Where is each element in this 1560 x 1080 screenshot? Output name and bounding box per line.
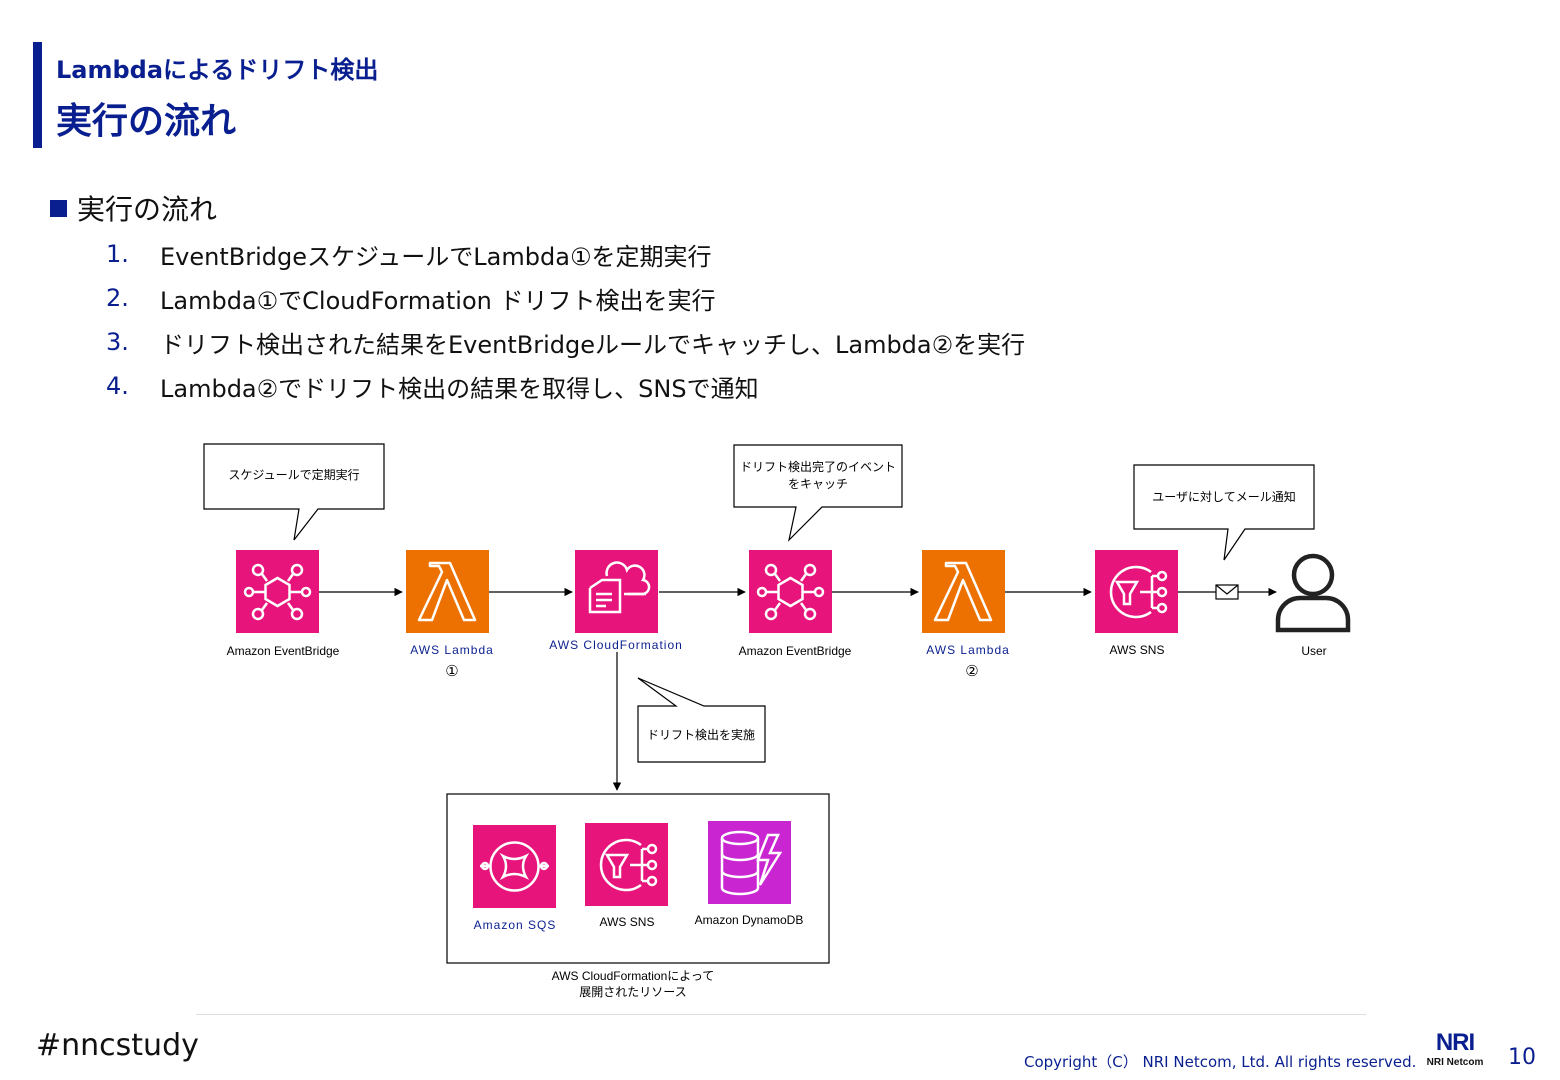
callout-notify-text: ユーザに対してメール通知 <box>1152 490 1295 504</box>
callout-catch-text-line2: をキャッチ <box>788 477 848 491</box>
node-label-lambda1-num: ① <box>445 663 458 680</box>
step-text: Lambda②でドリフト検出の結果を取得し、SNSで通知 <box>160 374 759 403</box>
sns-icon <box>1095 550 1178 633</box>
slide-title: 実行の流れ <box>56 101 237 142</box>
mail-envelope-icon <box>1215 584 1239 600</box>
lambda-icon <box>922 550 1005 633</box>
list-item: 4. Lambda②でドリフト検出の結果を取得し、SNSで通知 <box>106 364 1025 408</box>
step-number: 3. <box>106 328 129 356</box>
resource-label-dynamodb: Amazon DynamoDB <box>695 913 804 927</box>
step-text: EventBridgeスケジュールでLambda①を定期実行 <box>160 242 712 271</box>
step-text: ドリフト検出された結果をEventBridgeルールでキャッチし、Lambda②… <box>160 330 1026 359</box>
step-number: 4. <box>106 372 129 400</box>
cloudformation-icon <box>575 550 658 633</box>
title-accent-bar <box>33 42 42 148</box>
resource-label-sns: AWS SNS <box>600 915 655 929</box>
logo-mark: NRI <box>1435 1029 1475 1056</box>
resources-caption-line2: 展開されたリソース <box>579 985 686 999</box>
callout-catch-text-line1: ドリフト検出完了のイベント <box>740 459 896 474</box>
callout-notify: ユーザに対してメール通知 <box>1133 464 1315 561</box>
list-item: 2. Lambda①でCloudFormation ドリフト検出を実行 <box>106 276 1025 320</box>
eventbridge-icon <box>236 550 319 633</box>
resources-caption-line1: AWS CloudFormationによって <box>552 969 715 983</box>
copyright-text: Copyright（C） NRI Netcom, Ltd. All rights… <box>1024 1053 1417 1071</box>
node-label-eventbridge2: Amazon EventBridge <box>739 644 852 658</box>
footer-divider <box>196 1014 1366 1015</box>
resource-label-sqs: Amazon SQS <box>474 918 557 932</box>
step-number: 2. <box>106 284 129 312</box>
step-text: Lambda①でCloudFormation ドリフト検出を実行 <box>160 286 716 315</box>
node-label-sns: AWS SNS <box>1110 643 1165 657</box>
node-label-lambda2: AWS Lambda <box>926 643 1010 657</box>
nri-netcom-logo: NRI NRI Netcom <box>1422 1030 1488 1072</box>
section-heading: 実行の流れ <box>50 188 217 228</box>
eventbridge-icon <box>749 550 832 633</box>
step-list: 1. EventBridgeスケジュールでLambda①を定期実行 2. Lambd… <box>106 232 1025 408</box>
callout-detect-text: ドリフト検出を実施 <box>647 727 755 742</box>
node-label-lambda1: AWS Lambda <box>410 643 494 657</box>
list-item: 3. ドリフト検出された結果をEventBridgeルールでキャッチし、Lambd… <box>106 320 1025 364</box>
callout-catch-event: ドリフト検出完了のイベント をキャッチ <box>733 444 903 542</box>
bullet-square-icon <box>50 199 67 217</box>
callout-schedule-text: スケジュールで定期実行 <box>228 467 359 482</box>
page-number: 10 <box>1508 1045 1536 1070</box>
step-number: 1. <box>106 240 129 268</box>
callout-schedule: スケジュールで定期実行 <box>203 443 385 541</box>
node-label-cloudformation: AWS CloudFormation <box>549 638 683 652</box>
dynamodb-icon <box>708 821 791 904</box>
sns-icon <box>585 823 668 906</box>
logo-wordmark: NRI Netcom <box>1426 1057 1484 1068</box>
hashtag: #nncstudy <box>36 1028 199 1063</box>
list-item: 1. EventBridgeスケジュールでLambda①を定期実行 <box>106 232 1025 276</box>
lambda-icon <box>406 550 489 633</box>
node-label-lambda2-num: ② <box>965 663 978 680</box>
callout-drift-detect: ドリフト検出を実施 <box>637 677 766 763</box>
sqs-icon <box>473 825 556 908</box>
user-icon <box>1275 553 1351 633</box>
section-heading-text: 実行の流れ <box>77 193 218 226</box>
node-label-user: User <box>1301 644 1326 658</box>
node-label-eventbridge1: Amazon EventBridge <box>227 644 340 658</box>
slide-subtitle: Lambdaによるドリフト検出 <box>56 56 379 84</box>
